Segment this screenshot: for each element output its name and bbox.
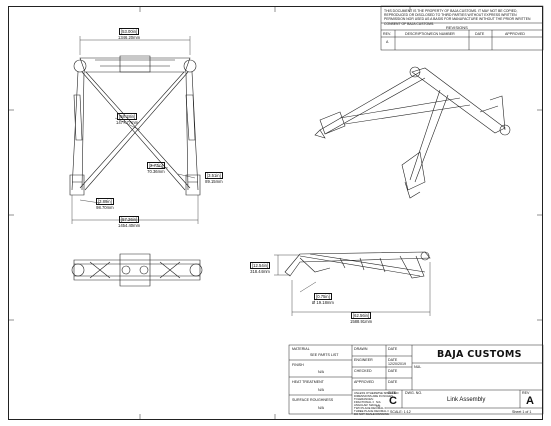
scale-note: SCALE: 1:12 xyxy=(390,410,411,414)
dim-diagonal: [58.18in]1477.77mm xyxy=(116,113,139,125)
surface-roughness-value: N/A xyxy=(318,406,324,410)
top-view xyxy=(71,253,203,287)
tolerance-line-2: TOLERANCES: xyxy=(354,397,374,401)
tolerance-line-3: FRACTIONAL ± xyxy=(354,400,374,404)
dim-2-77: [2.77in]70.36mm xyxy=(147,162,165,174)
checked-date-label: DATE xyxy=(388,369,398,373)
size-value: C xyxy=(389,395,397,407)
company-logo: BAJA CUSTOMS xyxy=(437,349,522,360)
front-view xyxy=(69,55,201,196)
engineer-label: ENGINEER xyxy=(354,358,373,362)
zone-ticks xyxy=(8,6,543,420)
tolerance-note: UNLESS OTHERWISE SPECIFIED: xyxy=(354,391,400,395)
tolerance-value-1: N/A xyxy=(376,400,381,404)
rev-header-date: DATE xyxy=(475,32,485,36)
isometric-view xyxy=(314,66,511,199)
dim-3-51: [3.51in]89.15mm xyxy=(205,172,223,184)
engineer-name: NUL xyxy=(414,365,422,369)
front-view-dimensions xyxy=(71,36,199,224)
checked-label: CHECKED xyxy=(354,369,372,373)
dwg-no-label: DWG. NO. xyxy=(405,391,423,395)
tolerance-line-6: THREE PLACE DECIMAL ± xyxy=(354,409,389,413)
dim-height: [12.54in]318.44mm xyxy=(250,262,271,274)
revisions-title: REVISIONS xyxy=(446,25,468,30)
approved-label: APPROVED xyxy=(354,380,374,384)
heat-treatment-value: N/A xyxy=(318,388,324,392)
tolerance-line-4: ANGULAR: MACH ± xyxy=(354,403,380,407)
drawn-label: DRAWN xyxy=(354,347,368,351)
side-view-dimensions xyxy=(274,254,431,316)
rev-label: REV xyxy=(522,391,530,395)
dim-top-width: [53.00in]1346.20mm xyxy=(118,28,141,40)
rev-header-approved: APPROVED xyxy=(505,32,525,36)
engineer-date: 12/20/2019 xyxy=(388,362,406,366)
title-block-lines xyxy=(288,344,544,415)
rev-value: A xyxy=(526,395,534,407)
dim-overall-width: [57.26in]1454.40mm xyxy=(118,216,141,228)
dim-diameter: [0.75in]Ø 19.18mm xyxy=(312,293,334,305)
size-label: SIZE xyxy=(388,391,396,395)
drawing-title: Link Assembly xyxy=(447,397,486,403)
sheet-note: Sheet 1 of 1 xyxy=(512,410,532,414)
drawn-date-label: DATE xyxy=(388,347,398,351)
rev-row-value: A xyxy=(386,40,389,44)
surface-roughness-label: SURFACE ROUGHNESS xyxy=(292,398,334,402)
tolerance-value-2: 4°F xyxy=(376,404,381,408)
finish-value: N/A xyxy=(318,370,324,374)
rev-header-description: DESCRIPTION/ECN NUMBER xyxy=(405,32,455,36)
material-value: SEE PARTS LIST xyxy=(310,353,339,357)
heat-treatment-label: HEAT TREATMENT xyxy=(292,380,324,384)
approved-date-label: DATE xyxy=(388,380,398,384)
rev-header-rev: REV. xyxy=(383,32,392,36)
side-view xyxy=(284,251,431,279)
dim-length: [62.56in]1588.91mm xyxy=(350,312,373,324)
engineer-date-label: DATE xyxy=(388,358,398,362)
no-scale-note: DO NOT SCALE DRAWING xyxy=(354,412,389,416)
tolerance-line-5: TWO PLACE DECIMAL ± xyxy=(354,406,386,410)
material-label: MATERIAL xyxy=(292,347,310,351)
revision-block xyxy=(380,5,544,51)
tolerance-line-1: DIMENSIONS ARE IN INCHES xyxy=(354,394,394,398)
finish-label: FINISH xyxy=(292,363,304,367)
drawing-sheet xyxy=(8,6,543,420)
proprietary-notice: THIS DOCUMENT IS THE PROPERTY OF BAJA CU… xyxy=(384,9,531,26)
dim-3-89: [3.89in]98.70mm xyxy=(96,198,114,210)
